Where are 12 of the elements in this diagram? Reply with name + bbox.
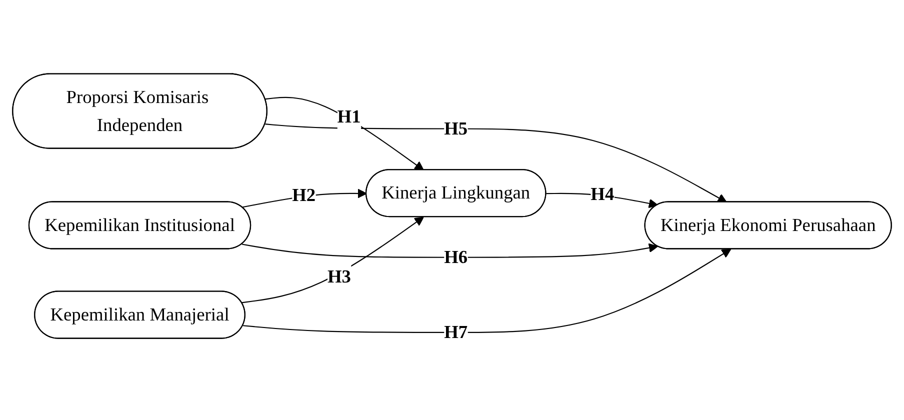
arrow xyxy=(243,248,732,334)
arrow xyxy=(265,96,424,170)
edge-label: H7 xyxy=(444,322,468,342)
arrow xyxy=(265,124,727,203)
arrow xyxy=(242,216,424,304)
arrow xyxy=(242,243,658,258)
edge-label: H4 xyxy=(590,184,614,204)
edge-label: H2 xyxy=(292,184,316,206)
edge-label: H3 xyxy=(327,266,351,287)
edge-label: H5 xyxy=(444,118,468,139)
edge-label: H1 xyxy=(337,106,361,127)
edge-label: H6 xyxy=(444,246,468,268)
